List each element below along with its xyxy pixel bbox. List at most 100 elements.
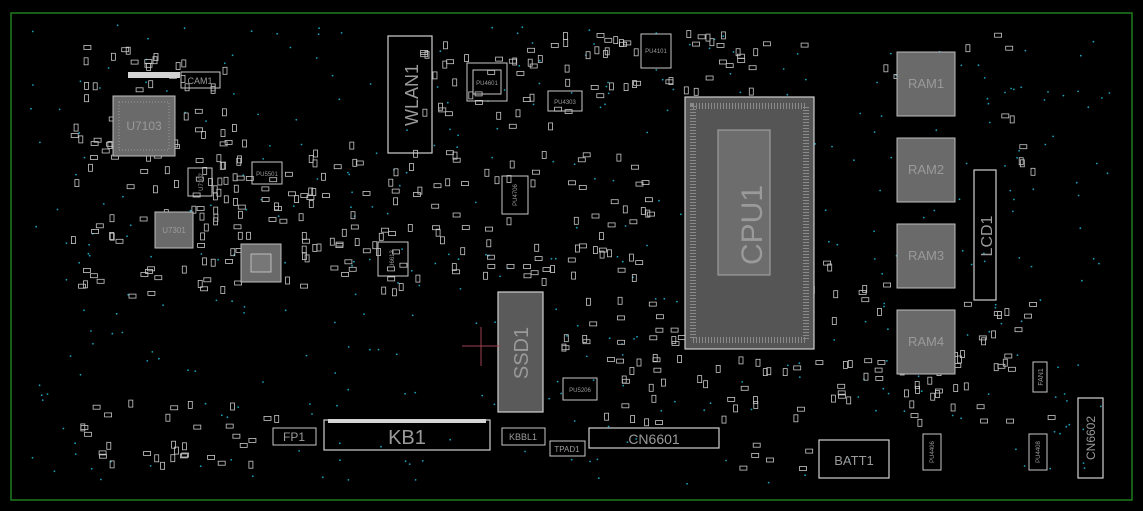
via [1043, 99, 1046, 101]
passive-component [196, 206, 205, 211]
passive-component [445, 178, 451, 187]
passive-component [633, 80, 641, 86]
passive-component [799, 466, 807, 471]
passive-component [231, 124, 237, 132]
passive-component [306, 195, 315, 201]
ram3-chip[interactable] [896, 223, 956, 289]
passive-component [579, 243, 587, 249]
passive-component [111, 52, 116, 61]
via [53, 470, 56, 473]
passive-component [610, 199, 619, 205]
lcd1-connector[interactable] [973, 169, 997, 301]
via [853, 159, 855, 162]
via [315, 57, 318, 59]
via [1044, 143, 1047, 146]
pu5206-chip[interactable] [562, 377, 598, 401]
u6613-chip[interactable] [377, 241, 409, 277]
passive-component [762, 368, 768, 377]
cpu1-ball-field [690, 103, 809, 343]
pu4406-chip[interactable] [922, 433, 942, 471]
via [31, 30, 34, 33]
passive-component [564, 64, 570, 73]
passive-component [541, 277, 547, 286]
via [1018, 149, 1020, 152]
via [474, 201, 477, 204]
passive-component [475, 100, 483, 105]
u7301-chip[interactable] [154, 211, 194, 249]
passive-component [616, 153, 622, 162]
passive-component [302, 238, 310, 244]
ram1-chip[interactable] [896, 51, 956, 117]
via [243, 312, 246, 314]
passive-component [693, 87, 699, 96]
pu4303-chip[interactable] [547, 90, 583, 112]
via [521, 26, 524, 29]
via [276, 32, 279, 35]
via [708, 47, 711, 50]
ram1-label: RAM1 [908, 76, 944, 91]
batt1-connector[interactable] [818, 439, 890, 479]
passive-component [109, 232, 115, 241]
passive-component [193, 424, 202, 430]
passive-component [135, 87, 144, 93]
via [499, 275, 501, 278]
via [1020, 86, 1023, 89]
via [732, 51, 735, 53]
cn6602-connector[interactable] [1077, 397, 1104, 479]
ssd1-connector[interactable] [497, 291, 544, 413]
via [233, 93, 235, 95]
pu4601-chip[interactable] [466, 62, 508, 102]
passive-component [171, 440, 177, 449]
bga-chip-lower-left-core [250, 253, 272, 273]
via [88, 254, 91, 257]
via [79, 373, 82, 376]
u7103-chip[interactable] [112, 95, 176, 157]
fan1-connector[interactable] [1032, 361, 1048, 393]
passive-component [391, 288, 397, 297]
cn6601-connector[interactable] [588, 427, 720, 449]
ram2-chip[interactable] [896, 137, 956, 203]
passive-component [144, 59, 153, 64]
passive-component [424, 50, 430, 59]
via [660, 409, 663, 412]
passive-component [399, 262, 408, 268]
wlan1-connector[interactable] [387, 35, 433, 154]
pu4706-chip[interactable] [501, 175, 529, 215]
passive-component [980, 418, 988, 424]
passive-component [563, 32, 568, 40]
passive-component [101, 148, 110, 154]
passive-component [442, 60, 448, 69]
ram4-chip[interactable] [896, 309, 956, 375]
pu4408-chip[interactable] [1028, 433, 1048, 471]
passive-component [957, 355, 962, 364]
via [369, 348, 371, 351]
tpad1-connector[interactable] [549, 440, 586, 457]
pu5501-chip[interactable] [251, 161, 283, 185]
passive-component [705, 33, 711, 42]
passive-component [506, 263, 515, 269]
passive-component [1004, 308, 1010, 317]
via [251, 475, 254, 478]
via [1106, 172, 1109, 175]
via [988, 330, 991, 333]
cam1-connector[interactable] [128, 72, 180, 78]
via [1101, 97, 1103, 99]
board-outline [10, 12, 1133, 501]
via [223, 62, 226, 65]
via [339, 459, 341, 462]
via [750, 408, 753, 411]
kbbl1-connector[interactable] [501, 427, 546, 446]
pu4101-chip[interactable] [640, 33, 672, 69]
via [350, 206, 352, 209]
via [570, 458, 573, 461]
via [796, 53, 799, 55]
via [935, 129, 938, 132]
fp1-connector[interactable] [272, 427, 317, 446]
cam1-outline[interactable] [180, 71, 221, 89]
passive-component [837, 390, 846, 396]
passive-component [904, 389, 909, 398]
u7102-chip[interactable] [187, 167, 213, 197]
passive-component [1009, 115, 1015, 124]
passive-component [140, 272, 149, 277]
